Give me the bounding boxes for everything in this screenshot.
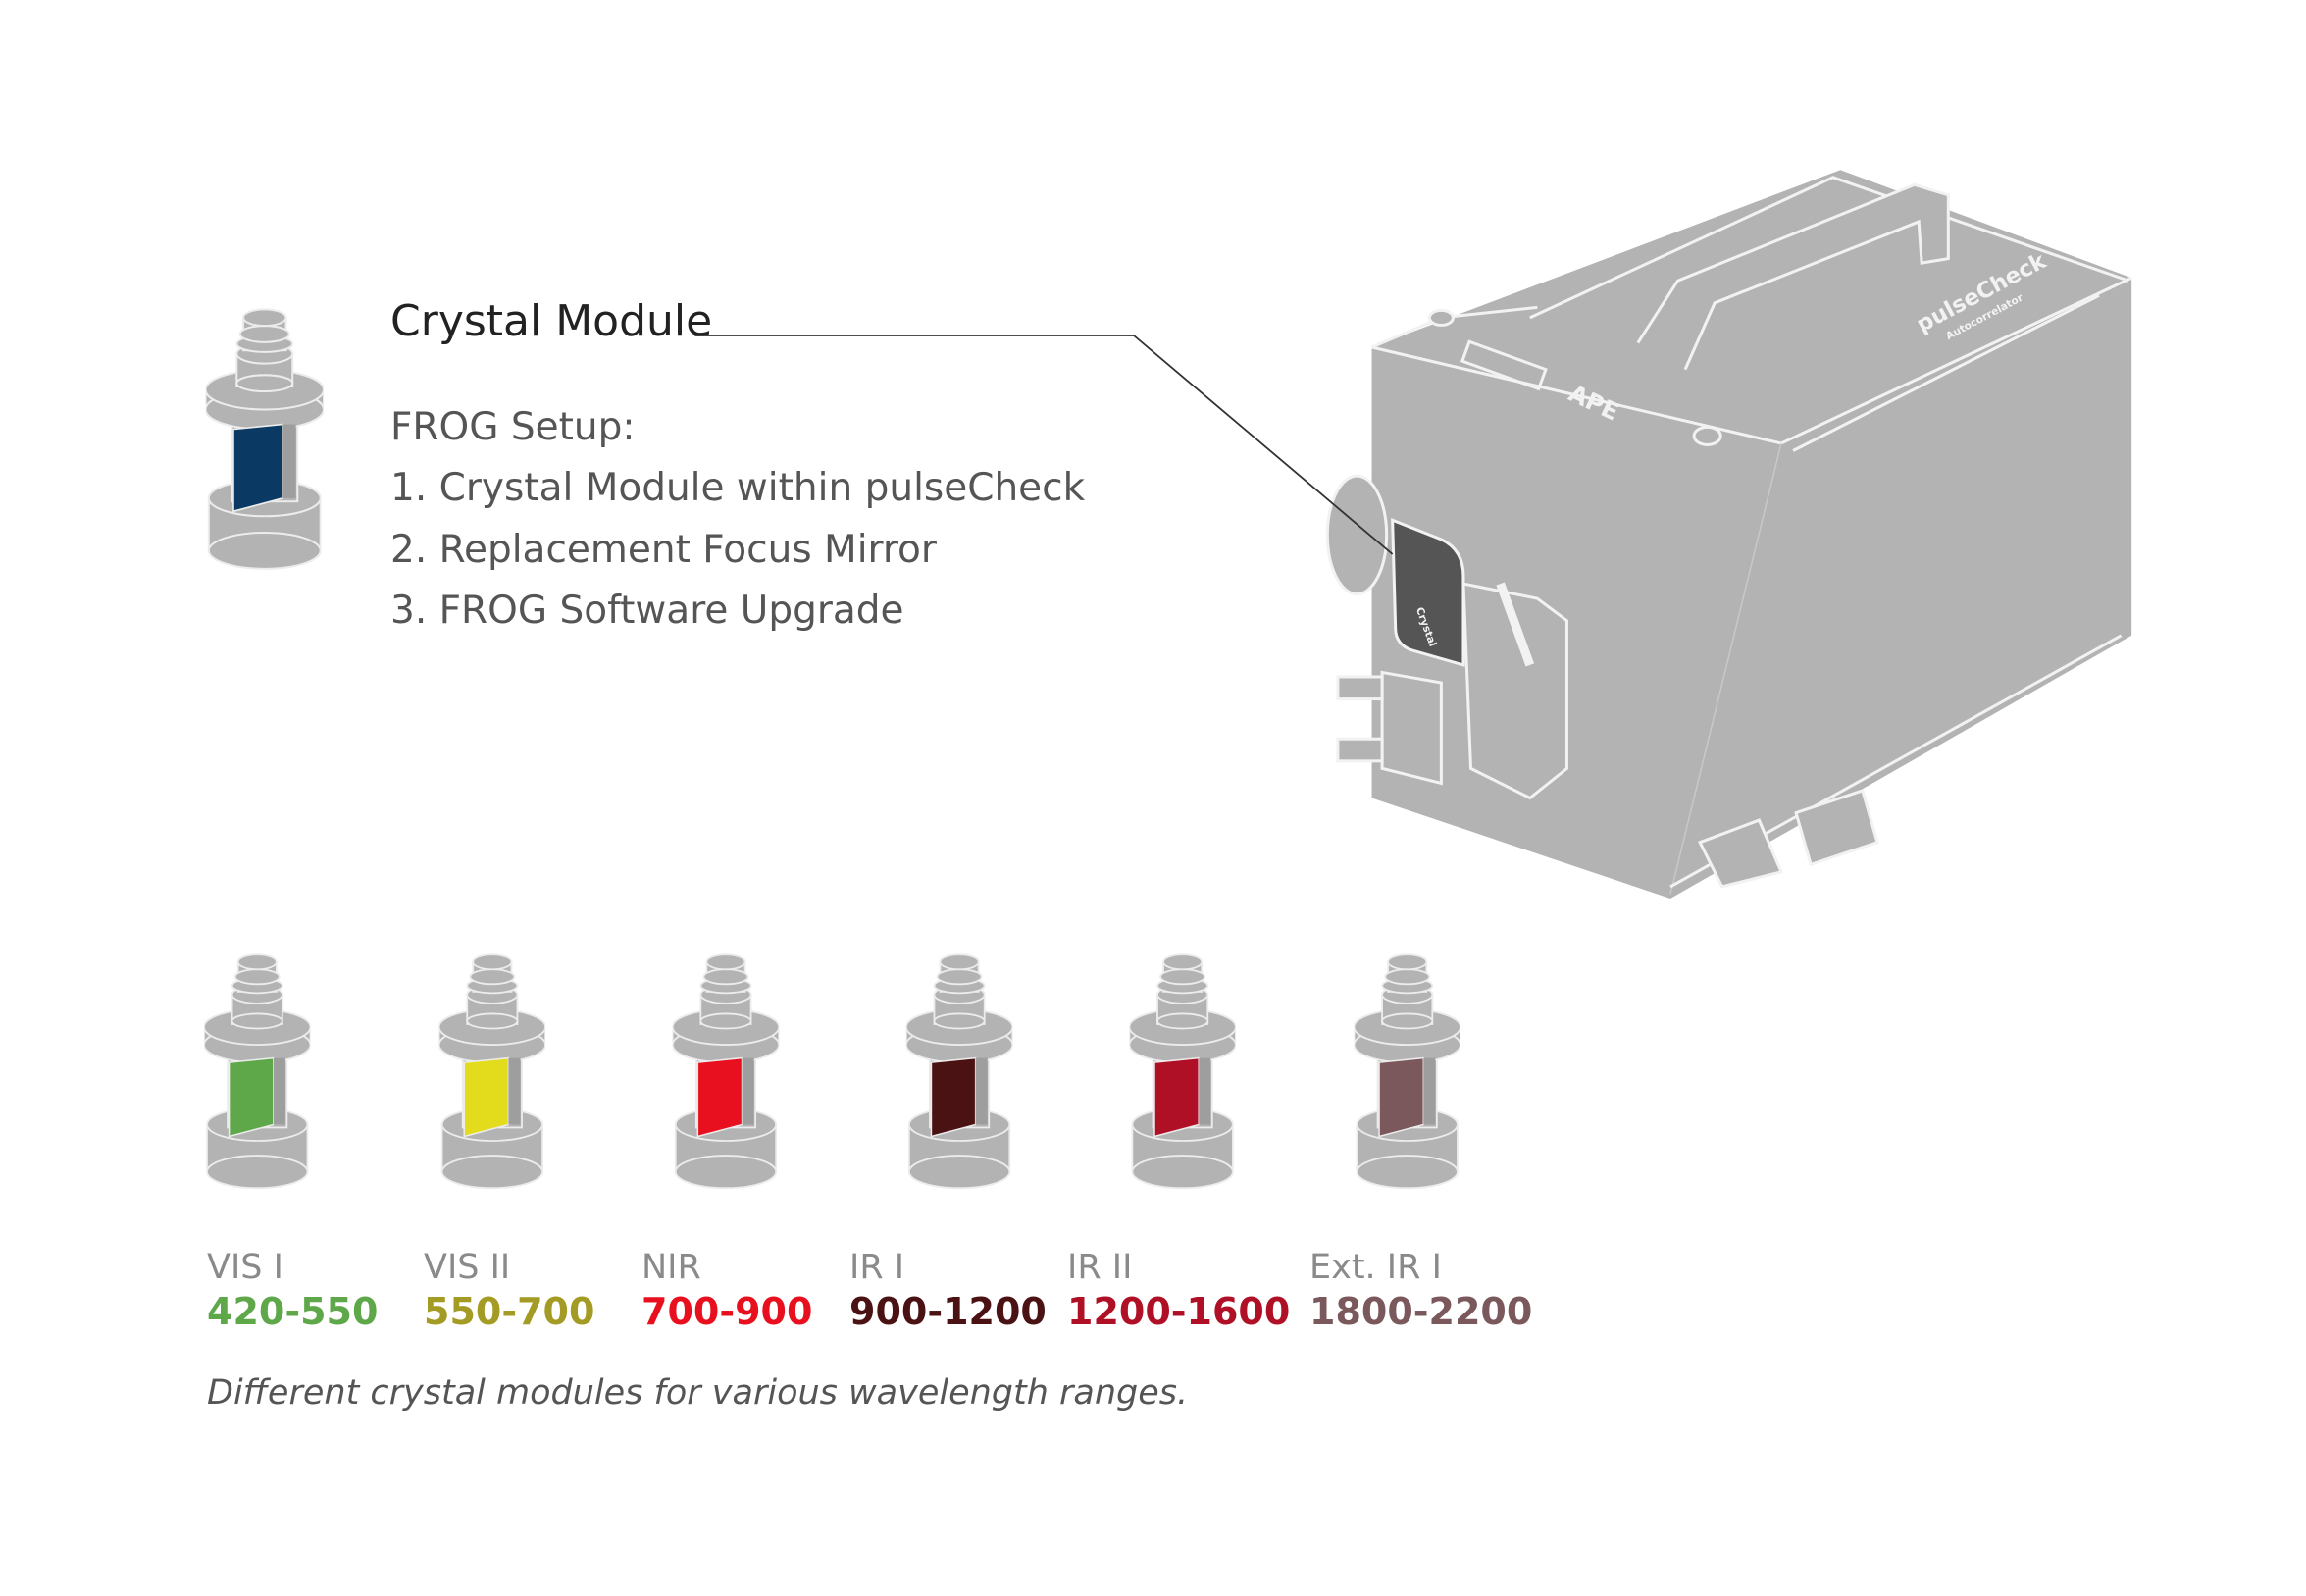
module-range: 550-700 [424,1290,595,1333]
setup-item: 2. Replacement Focus Mirror [390,528,937,572]
module-name: VIS I [207,1248,283,1287]
crystal-module-icon [672,953,780,1190]
crystal-module-icon [1129,953,1236,1190]
setup-item: 1. Crystal Module within pulseCheck [390,466,1086,510]
module-name: Ext. IR I [1309,1248,1442,1287]
crystal-module-icon [205,308,325,570]
crystal-panel [1391,518,1465,667]
module-range: 1200-1600 [1067,1290,1291,1333]
setup-heading: FROG Setup: [390,405,636,449]
caption: Different crystal modules for various wa… [207,1373,1189,1413]
crystal-module-icon [1354,953,1460,1190]
crystal-module-icon [203,953,311,1190]
module-name: IR I [849,1248,905,1287]
setup-item: 3. FROG Software Upgrade [390,589,904,633]
pulsecheck-device: APE pulseCheck Autocorrelator Crystal [1325,170,2132,899]
module-name: IR II [1067,1248,1133,1287]
module-row [203,953,1460,1190]
module-range: 700-900 [641,1290,813,1333]
module-range: 1800-2200 [1309,1290,1533,1333]
module-range: 900-1200 [849,1290,1047,1333]
leader-line [694,335,1394,555]
module-name: VIS II [424,1248,511,1287]
crystal-module-icon [438,953,546,1190]
crystal-module-icon [905,953,1013,1190]
callout-title: Crystal Module [390,296,713,346]
module-range: 420-550 [207,1290,379,1333]
module-name: NIR [641,1248,701,1287]
